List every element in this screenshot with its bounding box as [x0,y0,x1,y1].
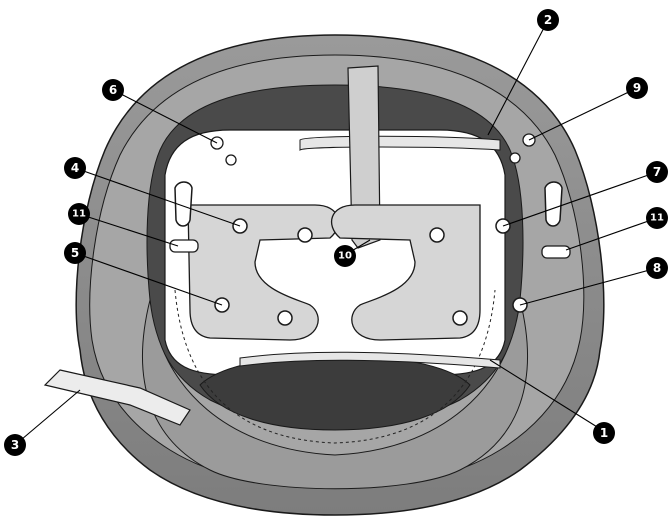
svg-text:8: 8 [653,261,661,275]
callout-4: 4 [64,157,86,179]
callout-11-left: 11 [68,203,90,225]
svg-text:1: 1 [600,426,608,440]
callout-3: 3 [4,434,26,456]
svg-text:10: 10 [338,251,352,262]
callout-5: 5 [64,242,86,264]
callout-9: 9 [626,77,648,99]
svg-text:2: 2 [544,13,552,27]
callout-2: 2 [537,9,559,31]
callout-10: 10 [334,245,356,267]
svg-text:6: 6 [109,83,117,97]
svg-text:9: 9 [633,81,641,95]
callout-7: 7 [646,161,668,183]
svg-text:3: 3 [11,438,19,452]
svg-text:11: 11 [72,209,86,220]
svg-text:11: 11 [650,213,664,224]
right-buckle [542,246,570,258]
left-buckle [170,240,198,252]
svg-text:7: 7 [653,165,661,179]
callout-1: 1 [593,422,615,444]
callout-11-right: 11 [646,207,668,229]
callout-6: 6 [102,79,124,101]
callout-8: 8 [646,257,668,279]
svg-text:5: 5 [71,246,79,260]
svg-text:4: 4 [71,161,79,175]
right-loop [545,182,562,226]
